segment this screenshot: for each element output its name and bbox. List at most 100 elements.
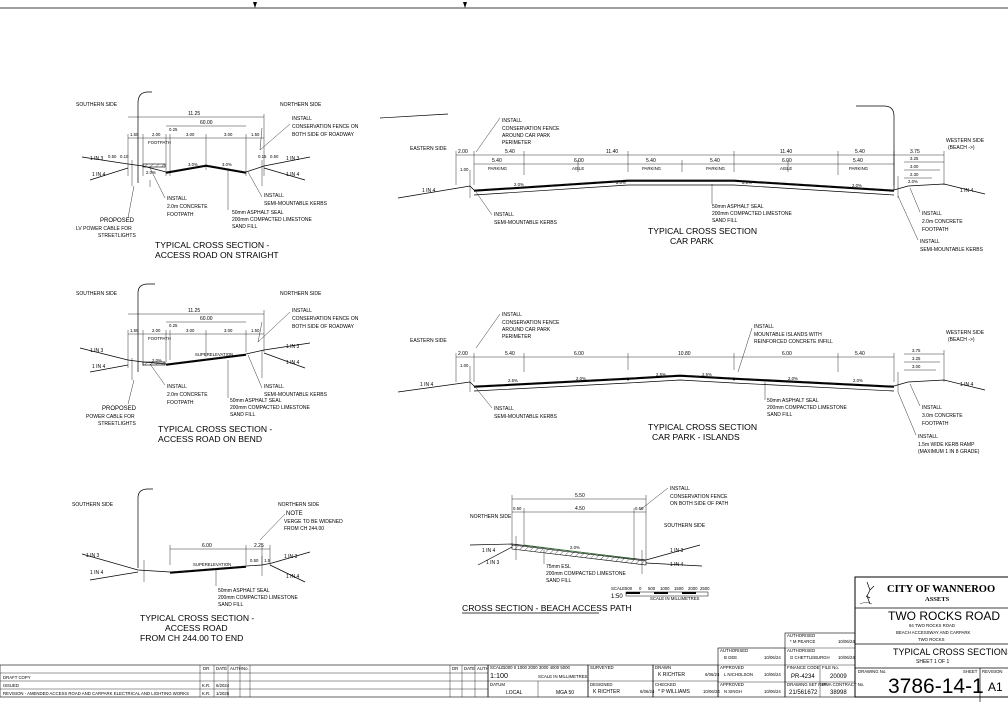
- slope-label: 1 IN 4: [286, 360, 300, 366]
- designed-by: K RICHTER: [593, 689, 620, 695]
- callout-text: 2.0m CONCRETE: [167, 204, 208, 210]
- drawing-set: 21/561672: [789, 690, 818, 696]
- field-label: APPROVED: [720, 682, 744, 687]
- revision-date: 1/2025: [216, 691, 230, 696]
- scale-tick: 2000: [688, 586, 698, 591]
- sheet-count: SHEET 1 OF 1: [916, 659, 949, 665]
- side-label: NORTHERN SIDE: [470, 514, 512, 520]
- callout-text: 1.5m WIDE KERB RAMP: [918, 442, 975, 448]
- drawing-number: 3786-14-1: [888, 675, 984, 698]
- field-label: PWA CONTRACT No.: [822, 682, 864, 687]
- dim-label: 1.50: [130, 328, 139, 333]
- callout-text: INSTALL: [920, 239, 940, 245]
- callout-text: STREETLIGHTS: [98, 233, 136, 239]
- dim-label: PARKING: [642, 166, 662, 171]
- callout-text: FOOTPATH: [167, 400, 194, 406]
- callout-text: 50mm ASPHALT SEAL: [230, 398, 282, 404]
- field-label: DRAWING SET REF: [787, 682, 827, 687]
- callout-text: (MAXIMUM 1 IN 8 GRADE): [918, 449, 980, 455]
- crossfall-label: 2.0%: [514, 182, 524, 187]
- streetlight-pole: [856, 105, 895, 190]
- field-label: SCALE: [490, 665, 504, 670]
- side-label: (BEACH ->): [948, 145, 975, 151]
- dim-label: 3.75: [910, 149, 920, 155]
- streetlight-pole: [137, 91, 152, 183]
- slope-label: 1 IN 4: [286, 172, 300, 178]
- designed-date: 6/06/24: [640, 689, 655, 694]
- table-header: DR: [203, 666, 209, 671]
- scale-tick: 500: [625, 586, 633, 591]
- side-label: SOUTHERN SIDE: [72, 502, 114, 508]
- dim-label: 5.40: [646, 158, 656, 164]
- section-car-park-islands: EASTERN SIDE WESTERN SIDE (BEACH ->) INS…: [397, 312, 986, 455]
- field-label: AUTHORISED: [787, 633, 815, 638]
- dim-label: 0.50: [270, 154, 279, 159]
- org-name: CITY OF WANNEROO: [887, 584, 995, 595]
- coord-system: MGA 50: [556, 690, 574, 696]
- org-sub: ASSETS: [925, 596, 950, 603]
- field-label: FILE No.: [822, 665, 839, 670]
- signature-name: N SINGH: [724, 689, 742, 694]
- table-header: AUTH: [230, 666, 242, 671]
- section-title: TYPICAL CROSS SECTION -: [140, 613, 254, 623]
- callout-text: SAND FILL: [546, 578, 572, 584]
- dim-label: 1.00: [460, 363, 469, 368]
- field-label: DESIGNED: [590, 682, 612, 687]
- dim-label: 6.00: [574, 351, 584, 357]
- dim-label: 3.00: [912, 364, 921, 369]
- slope-label: 1 IN 3: [670, 548, 684, 554]
- dim-label: 6.00: [782, 351, 792, 357]
- dim-label: 2.00: [458, 351, 468, 357]
- crossfall-label: 2.0%: [576, 376, 586, 381]
- slope-label: 1 IN 4: [420, 382, 434, 388]
- field-label: DRAWN: [655, 665, 671, 670]
- drawn-date: 6/06/24: [705, 672, 720, 677]
- callout-text: 75mm ESL: [546, 564, 571, 570]
- table-header: No.: [242, 666, 249, 671]
- section-access-road-straight: SOUTHERN SIDE NORTHERN SIDE 11.25 60.00 …: [76, 91, 359, 260]
- dim-label: 60.00: [200, 120, 213, 126]
- table-header: DATE: [216, 666, 227, 671]
- scale-ratio: 1:50: [611, 594, 623, 600]
- signature-date: 10/06/24: [838, 639, 855, 644]
- datum: LOCAL: [506, 690, 523, 696]
- slope-label: 1 IN 4: [482, 548, 496, 554]
- scale-tick: 1000: [660, 586, 670, 591]
- callout-text: INSTALL: [922, 405, 942, 411]
- dim-label: 2.30: [910, 172, 919, 177]
- crossfall-label: 2.0%: [570, 545, 580, 550]
- dim-label: 0.15: [258, 154, 267, 159]
- callout-text: INSTALL: [264, 193, 284, 199]
- streetlight-pole: [137, 488, 153, 568]
- side-label: WESTERN SIDE: [946, 138, 985, 144]
- dim-label: 11.25: [188, 111, 200, 117]
- section-title: TYPICAL CROSS SECTION -: [158, 424, 272, 434]
- slope-label: 1 IN 4: [422, 188, 436, 194]
- dim-label: 1.00: [460, 167, 469, 172]
- dim-label: 2.25: [254, 543, 264, 549]
- side-label: NORTHERN SIDE: [280, 291, 322, 297]
- side-label: SOUTHERN SIDE: [664, 523, 706, 529]
- callout-text: 200mm COMPACTED LIMESTONE: [232, 217, 312, 223]
- slope-label: 1 IN 3: [486, 560, 500, 566]
- section-beach-access-path: NORTHERN SIDE SOUTHERN SIDE INSTALL CONS…: [462, 486, 729, 614]
- callout-text: 2.0m CONCRETE: [922, 219, 963, 225]
- callout-text: SEMI-MOUNTABLE KERBS: [920, 247, 984, 253]
- dim-label: 5.50: [575, 493, 585, 499]
- scale-tick: 2500: [700, 586, 710, 591]
- callout-text: INSTALL: [494, 406, 514, 412]
- dim-label: PARKING: [706, 166, 726, 171]
- callout-text: SAND FILL: [230, 412, 256, 418]
- scale-tick: 500: [648, 586, 656, 591]
- dim-label: 10.80: [678, 351, 691, 357]
- dim-label: 6.00: [202, 543, 212, 549]
- streetlight-pole: [137, 283, 155, 372]
- callout-text: INSTALL: [167, 384, 187, 390]
- dim-label: 3.25: [910, 156, 919, 161]
- dim-label: 0.50: [250, 558, 259, 563]
- side-label: (BEACH ->): [948, 337, 975, 343]
- crossfall-label: 2.0%: [852, 183, 862, 188]
- scale-bar: SCALE 1:50 500 0 500 1000 1500 2000 2500…: [611, 586, 710, 601]
- section-title: ACCESS ROAD ON BEND: [158, 434, 262, 444]
- dim-label: 11.25: [188, 308, 200, 314]
